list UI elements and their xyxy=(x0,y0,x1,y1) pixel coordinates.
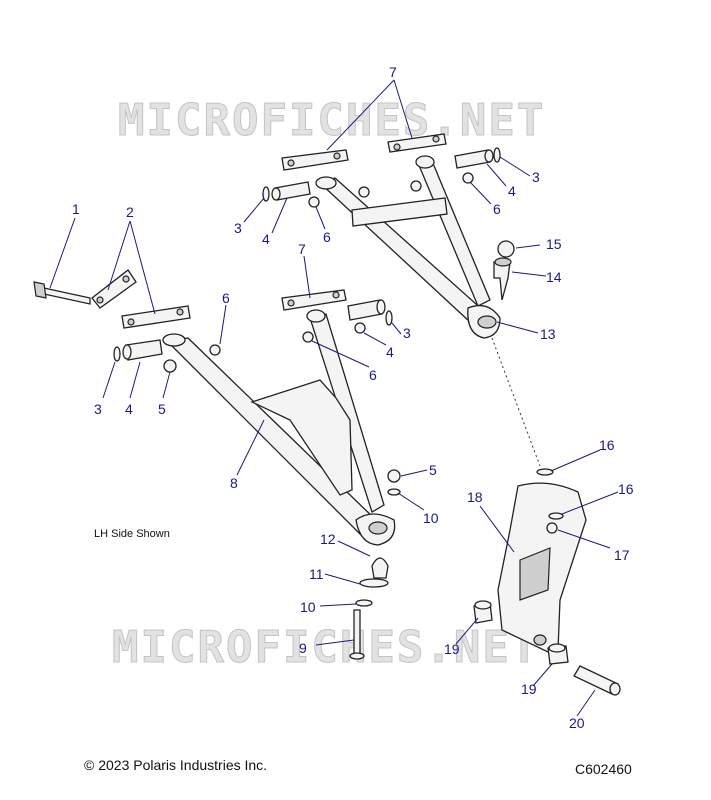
callout-5: 5 xyxy=(429,462,437,478)
side-note: LH Side Shown xyxy=(94,528,170,540)
watermark-bottom: MICROFICHES.NET xyxy=(112,622,539,673)
bushing-upper-left xyxy=(262,181,311,202)
steering-knuckle xyxy=(497,482,587,653)
bushing-upper-right xyxy=(454,147,501,169)
callout-11: 11 xyxy=(309,566,324,582)
lower-a-arm xyxy=(162,309,396,546)
callout-12: 12 xyxy=(320,531,336,547)
callout-19: 19 xyxy=(444,641,460,657)
callout-18: 18 xyxy=(467,489,483,505)
callout-7: 7 xyxy=(298,241,306,257)
callout-4: 4 xyxy=(125,401,133,417)
callout-6: 6 xyxy=(369,367,377,383)
bracket-upper-right xyxy=(387,133,447,153)
bushing-lower-left xyxy=(113,339,163,362)
callout-3: 3 xyxy=(532,169,540,185)
upper-a-arm xyxy=(315,155,501,339)
callout-4: 4 xyxy=(508,183,516,199)
washer-lower-arm xyxy=(387,488,401,496)
bushing-knuckle-upper xyxy=(473,600,493,624)
pivot-ball xyxy=(371,557,389,579)
callouts: 1 2 3 3 3 3 4 4 4 4 5 5 6 6 6 6 7 7 8 9 … xyxy=(72,64,634,731)
callout-6: 6 xyxy=(222,290,230,306)
callout-2: 2 xyxy=(126,204,134,220)
nut-lower-center xyxy=(209,344,221,356)
nut-lower-arm xyxy=(387,469,401,483)
bracket-lower-left-a xyxy=(91,269,137,309)
callout-3: 3 xyxy=(234,220,242,236)
nut-upper-right-a xyxy=(410,180,422,192)
nut-lower-right-a xyxy=(302,331,314,343)
callout-20: 20 xyxy=(569,715,585,731)
callout-6: 6 xyxy=(493,201,501,217)
nut-upper-mid xyxy=(358,186,370,198)
nut-lower-right-b xyxy=(354,322,366,334)
callout-6: 6 xyxy=(323,229,331,245)
bushing-lower-right xyxy=(347,299,393,326)
watermark-top: MICROFICHES.NET xyxy=(118,95,545,146)
nut-upper-right-b xyxy=(462,172,474,184)
callout-17: 17 xyxy=(614,547,630,563)
nut-upper-left xyxy=(308,196,320,208)
bracket-lower-left-b xyxy=(121,305,191,329)
copyright: © 2023 Polaris Industries Inc. xyxy=(84,757,268,773)
pivot-bolt xyxy=(349,609,365,660)
callout-5: 5 xyxy=(158,401,166,417)
callout-10: 10 xyxy=(300,599,316,615)
knuckle-pin xyxy=(573,665,621,696)
callout-10: 10 xyxy=(423,510,439,526)
figure-id: C602460 xyxy=(575,761,632,777)
callout-1: 1 xyxy=(72,201,80,217)
bolt-long xyxy=(33,281,91,305)
callout-3: 3 xyxy=(403,325,411,341)
retaining-ring xyxy=(359,578,389,588)
washer-knuckle xyxy=(548,512,564,520)
callout-15: 15 xyxy=(546,236,562,252)
bracket-lower-right xyxy=(281,289,347,311)
washer-lower-pivot xyxy=(355,599,373,607)
nut-lower-left xyxy=(163,359,177,373)
callout-19: 19 xyxy=(521,681,537,697)
callout-9: 9 xyxy=(299,640,307,656)
callout-14: 14 xyxy=(546,269,562,285)
callout-8: 8 xyxy=(230,475,238,491)
ball-joint xyxy=(493,240,515,301)
washer-upper-knuckle xyxy=(536,468,554,476)
callout-7: 7 xyxy=(389,64,397,80)
callout-3: 3 xyxy=(94,401,102,417)
callout-13: 13 xyxy=(540,326,556,342)
leader-lines xyxy=(49,79,619,717)
assembly-line xyxy=(491,337,541,467)
callout-4: 4 xyxy=(386,344,394,360)
callout-16: 16 xyxy=(618,481,634,497)
callout-16: 16 xyxy=(599,437,615,453)
callout-4: 4 xyxy=(262,231,270,247)
bracket-upper-left xyxy=(281,149,349,171)
nut-knuckle xyxy=(546,522,558,534)
bushing-knuckle-lower xyxy=(547,643,569,665)
